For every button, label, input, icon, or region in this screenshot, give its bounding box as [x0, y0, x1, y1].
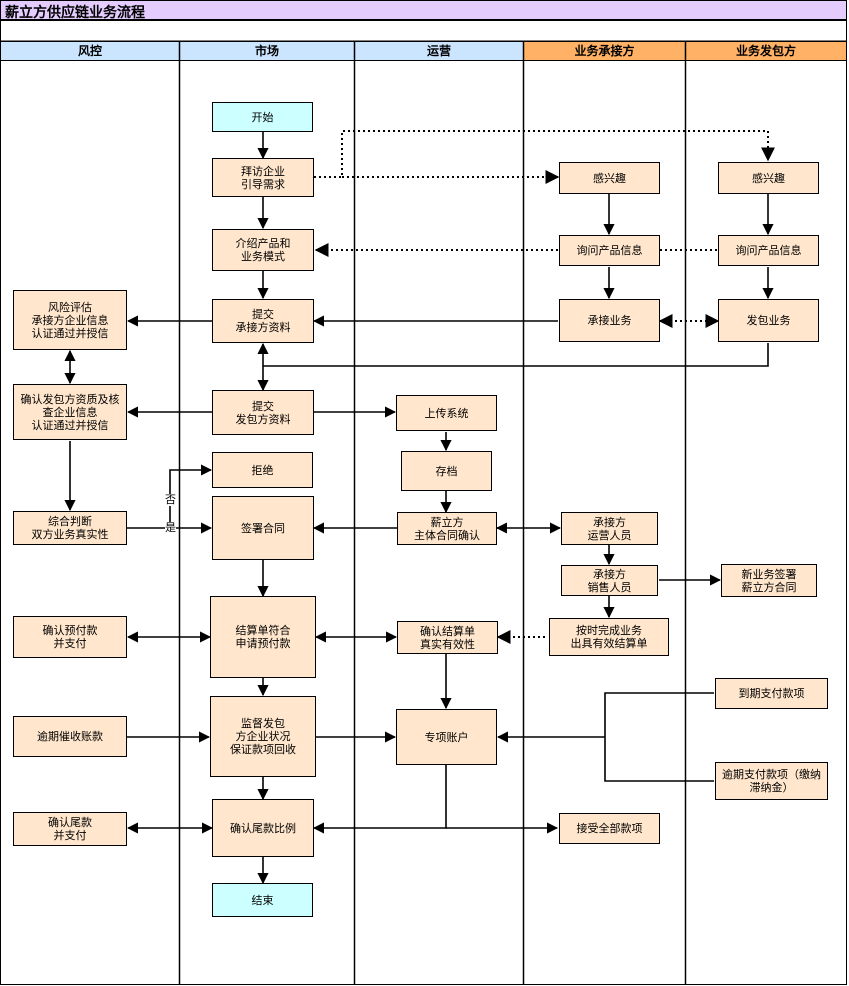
outsourcer-interest-node: 感兴趣 [718, 162, 819, 194]
edge-label-yes: 是 [165, 521, 176, 534]
submit-outsourcer-data-node: 提交 发包方资料 [212, 390, 314, 435]
lane-header-contractor: 业务承接方 [523, 41, 686, 61]
contractor-sales-staff-node: 承接方 销售人员 [561, 565, 658, 596]
archive-node: 存档 [401, 451, 492, 491]
main-contract-confirm-node: 薪立方 主体合同确认 [397, 512, 497, 545]
complete-business-node: 按时完成业务 出具有效结算单 [549, 618, 669, 656]
submit-contractor-data-node: 提交 承接方资料 [212, 299, 314, 343]
confirm-final-payment-node: 确认尾款 并支付 [13, 812, 127, 846]
overdue-payment-node: 逾期支付款项（缴纳 滞纳金） [715, 762, 828, 800]
accept-business-node: 承接业务 [559, 299, 660, 342]
contractor-ops-staff-node: 承接方 运营人员 [561, 512, 658, 545]
end-node: 结束 [212, 883, 313, 917]
edge-label-no: 否 [165, 493, 176, 506]
judge-authenticity-node: 综合判断 双方业务真实性 [13, 511, 127, 545]
title-bar: 薪立方供应链业务流程 [0, 0, 847, 21]
special-account-node: 专项账户 [396, 709, 497, 765]
outsourcer-ask-product-node: 询问产品信息 [718, 235, 819, 266]
outsource-business-node: 发包业务 [718, 299, 819, 342]
new-business-contract-node: 新业务签署 薪立方合同 [721, 564, 817, 597]
confirm-prepayment-node: 确认预付款 并支付 [13, 616, 127, 658]
confirm-settlement-node: 确认结算单 真实有效性 [397, 621, 498, 654]
introduce-product-node: 介绍产品和 业务模式 [212, 229, 314, 271]
reject-node: 拒绝 [212, 452, 313, 488]
upload-system-node: 上传系统 [396, 395, 497, 431]
visit-enterprise-node: 拜访企业 引导需求 [212, 158, 314, 197]
supervise-outsourcer-node: 监督发包 方企业状况 保证款项回收 [210, 696, 316, 777]
lane-header-outsourcer: 业务发包方 [685, 41, 847, 61]
overdue-collection-node: 逾期催收账款 [13, 716, 127, 757]
risk-evaluation-node: 风险评估 承接方企业信息 认证通过并授信 [13, 290, 127, 350]
due-payment-node: 到期支付款项 [715, 678, 828, 709]
start-node: 开始 [212, 102, 313, 132]
settlement-apply-prepay-node: 结算单符合 申请预付款 [210, 596, 316, 678]
contractor-interest-node: 感兴趣 [559, 162, 660, 194]
confirm-final-ratio-node: 确认尾款比例 [212, 799, 314, 857]
diagram-title: 薪立方供应链业务流程 [5, 5, 145, 21]
sign-contract-node: 签署合同 [212, 496, 314, 560]
contractor-ask-product-node: 询问产品信息 [559, 235, 660, 266]
confirm-outsourcer-qualification-node: 确认发包方资质及核 查企业信息 认证通过并授信 [13, 384, 127, 440]
receive-all-payment-node: 接受全部款项 [559, 813, 660, 844]
